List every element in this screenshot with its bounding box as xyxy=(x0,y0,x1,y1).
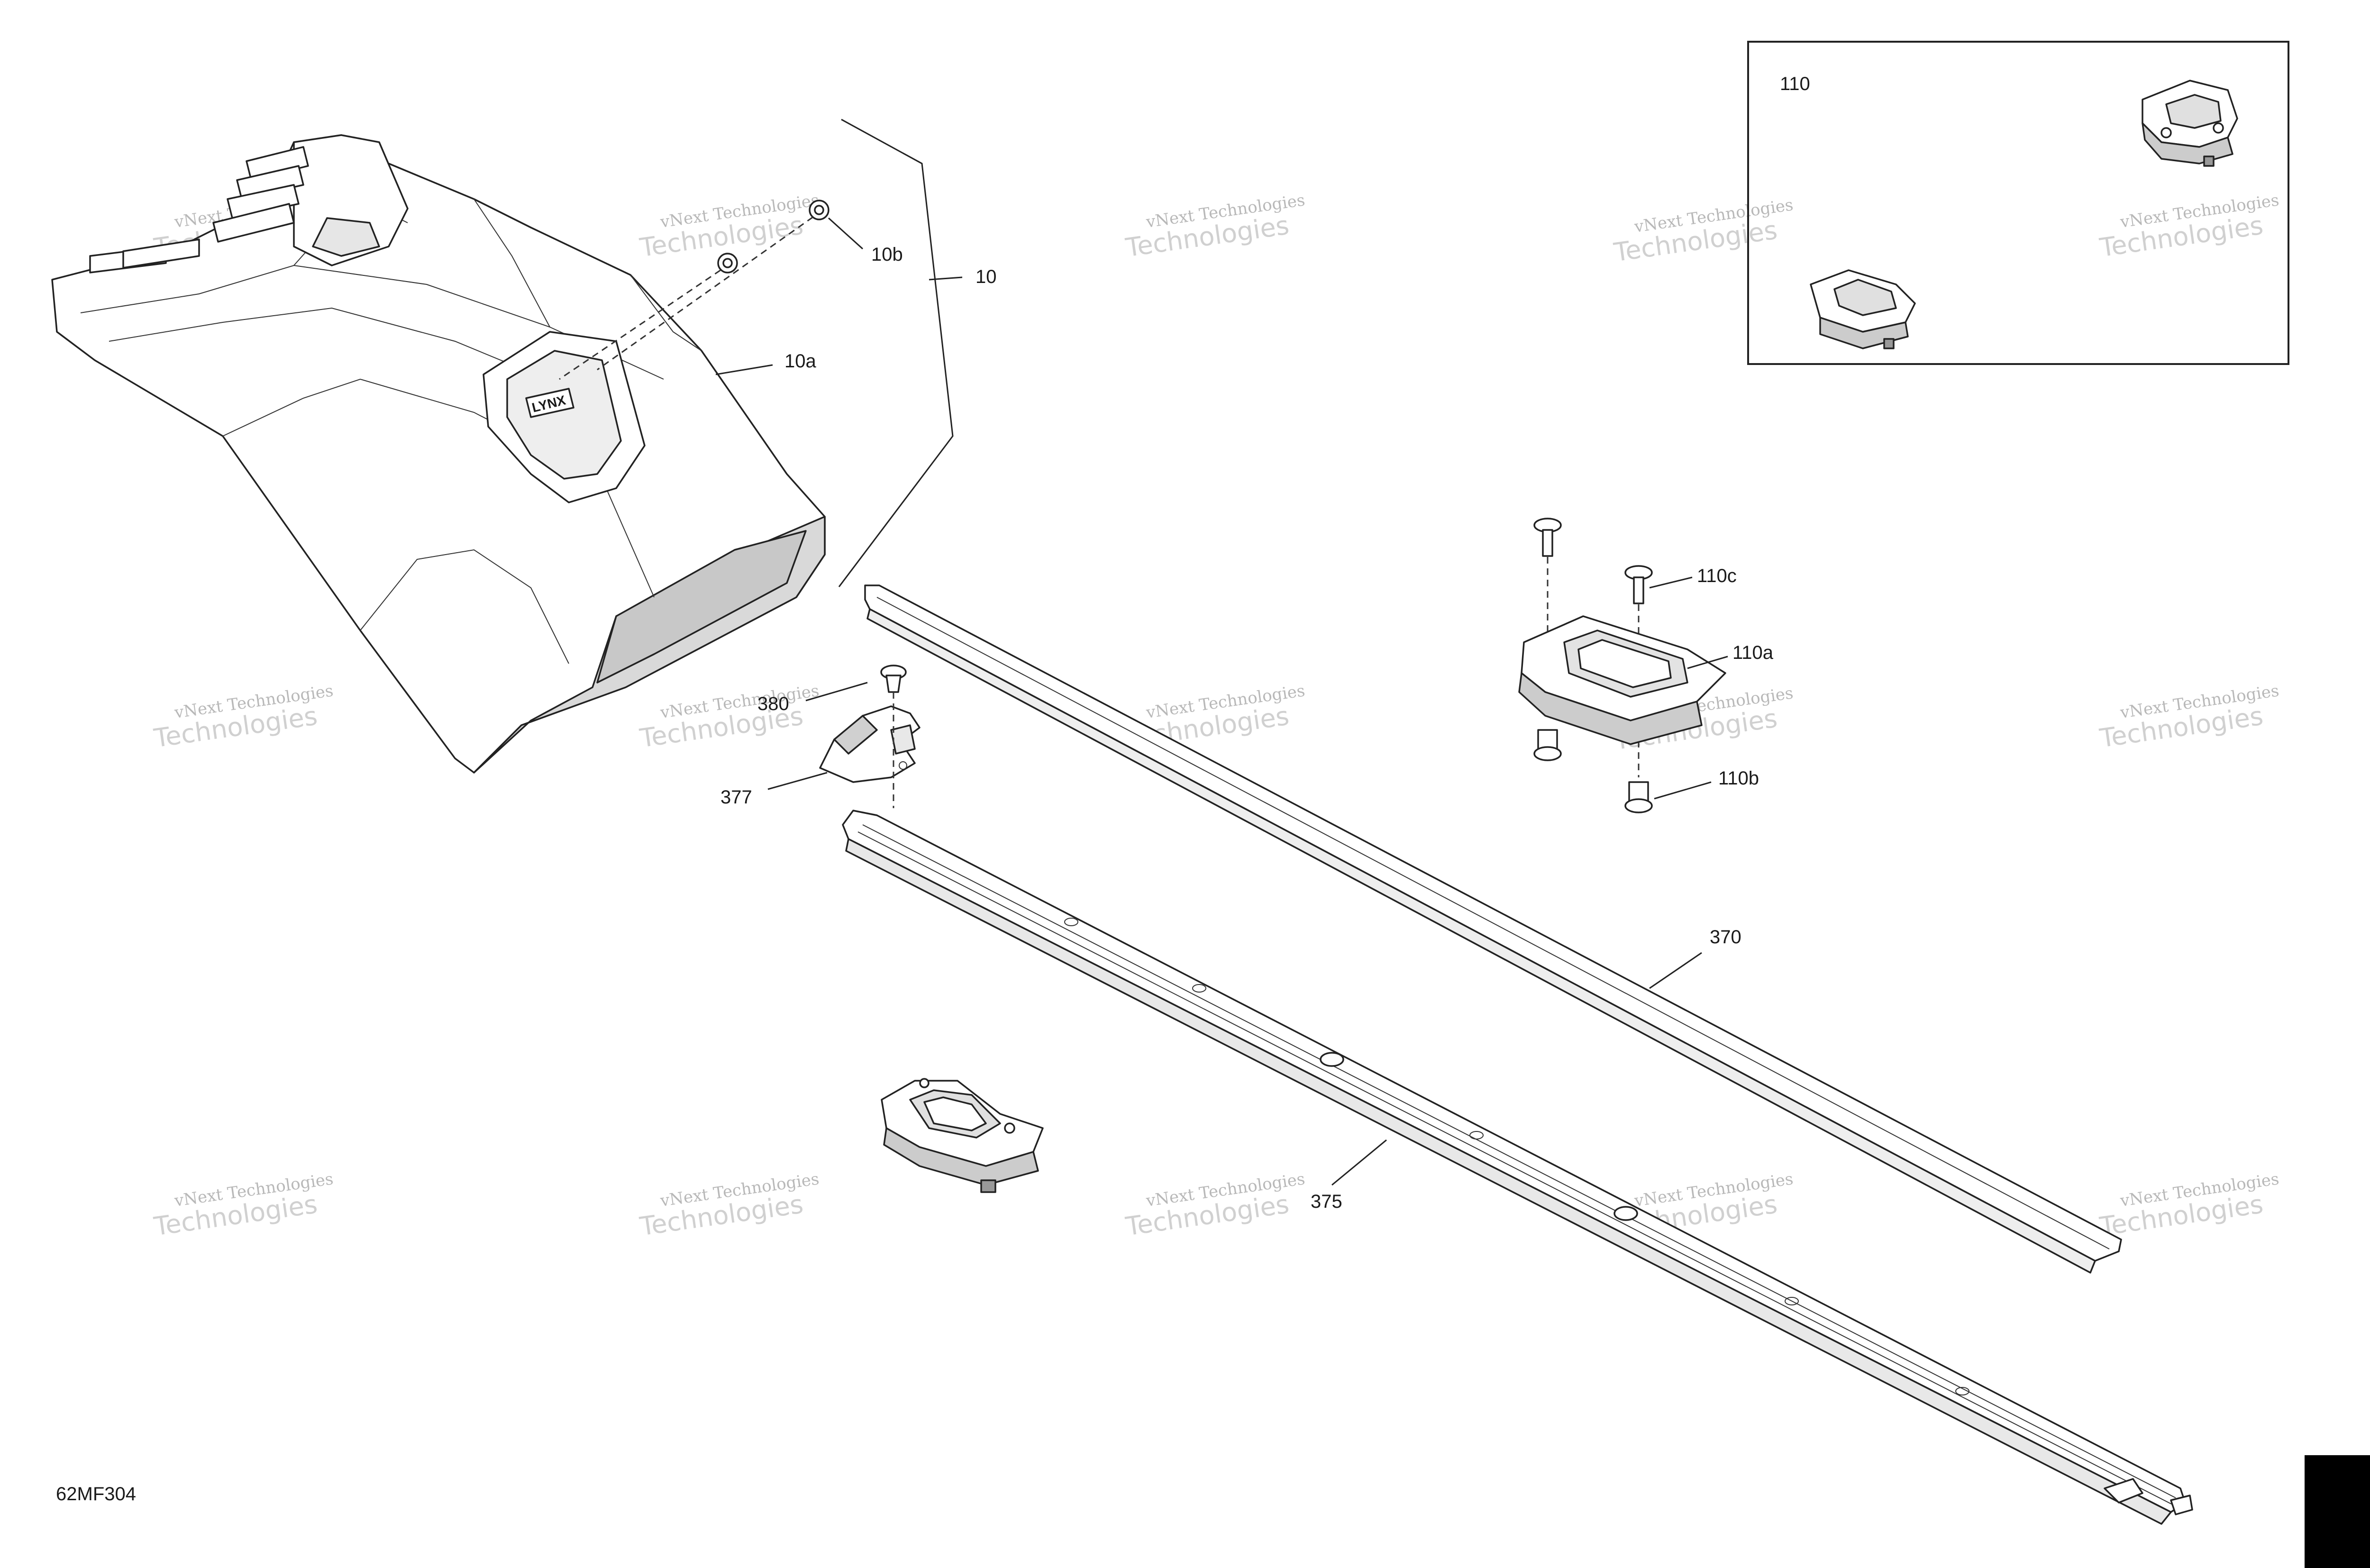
watermark: vNext Technologies Technologies xyxy=(1123,1169,1306,1241)
callout-10: 10 xyxy=(975,266,997,287)
callout-10a: 10a xyxy=(784,351,816,372)
callout-370: 370 xyxy=(1710,927,1741,948)
watermark: vNext Technologies Technologies xyxy=(2097,191,2280,263)
inset-handle-b xyxy=(1810,269,1916,349)
watermark: vNext Technologies Technologies xyxy=(638,681,820,753)
part-370-strip xyxy=(864,584,2122,1274)
watermark: vNext Technologies Technologies xyxy=(638,191,820,263)
watermark: vNext Technologies Technologies xyxy=(638,1169,820,1241)
callout-110: 110 xyxy=(1780,73,1810,94)
callout-110a: 110a xyxy=(1732,642,1774,663)
rail-holes xyxy=(1064,918,1969,1395)
callout-377: 377 xyxy=(720,787,752,808)
handle-lower xyxy=(881,1078,1044,1193)
ribs xyxy=(89,146,309,273)
watermark: vNext Technologies Technologies xyxy=(1123,191,1306,263)
part-110b-nut xyxy=(1533,729,1653,813)
part-375-rail xyxy=(842,810,2193,1525)
part-110c-screw xyxy=(1533,518,1653,604)
callout-110c: 110c xyxy=(1697,565,1737,586)
part-110-handle-assembly xyxy=(1518,518,1726,813)
callout-375: 375 xyxy=(1311,1191,1342,1212)
figure-code: 62MF304 xyxy=(56,1484,136,1504)
callout-110b: 110b xyxy=(1718,768,1759,789)
watermark: vNext Technologies Technologies xyxy=(2097,681,2280,753)
group-bracket-10 xyxy=(838,119,954,587)
callout-10b: 10b xyxy=(871,244,903,265)
inset-box-110 xyxy=(1747,41,2289,365)
part-380-fastener xyxy=(880,665,907,693)
corner-tab xyxy=(2305,1455,2370,1568)
inset-handle-a xyxy=(2142,80,2238,167)
watermark: vNext Technologies Technologies xyxy=(2097,1169,2280,1241)
part-10a-seat-panel: LYNX xyxy=(51,134,826,774)
part-377-clip xyxy=(819,705,921,783)
watermark: vNext Technologies Technologies xyxy=(152,1169,335,1241)
part-10b-fasteners xyxy=(559,200,830,380)
callout-380: 380 xyxy=(757,693,789,714)
watermark: vNext Technologies Technologies xyxy=(1612,195,1795,267)
watermark: vNext Technologies Technologies xyxy=(152,681,335,753)
